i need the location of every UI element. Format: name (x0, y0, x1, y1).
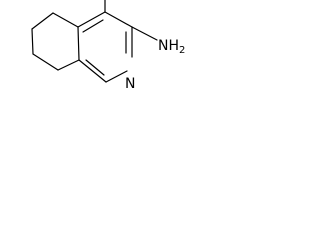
bond-c1-c7a (78, 59, 107, 83)
cyclopentane-ring (31, 12, 80, 71)
bond-c4a-c7a (77, 26, 80, 61)
bond-c6-c7 (32, 53, 59, 71)
bond-n2-c1 (105, 70, 128, 83)
ring-nitrogen-label: N (125, 76, 135, 92)
pyridine-ring (77, 11, 133, 83)
bond-c4-c5 (31, 12, 54, 30)
chemical-structure-diagram: N NH2 (31, 0, 185, 92)
amine-label-subscript: 2 (179, 45, 185, 56)
amine-label: NH2 (158, 38, 185, 56)
bond-c4-c3 (104, 11, 133, 28)
amine-bond (131, 26, 158, 41)
bond-c7-c7a (57, 59, 80, 71)
bond-c4a-c4-inner (82, 19, 104, 33)
bond-c4-c4a (52, 12, 79, 28)
bond-c1-c7a-inner (85, 59, 105, 76)
bond-c4a-c4 (77, 11, 106, 28)
amine-label-main: NH (158, 38, 179, 54)
bond-c5-c6 (31, 28, 34, 55)
